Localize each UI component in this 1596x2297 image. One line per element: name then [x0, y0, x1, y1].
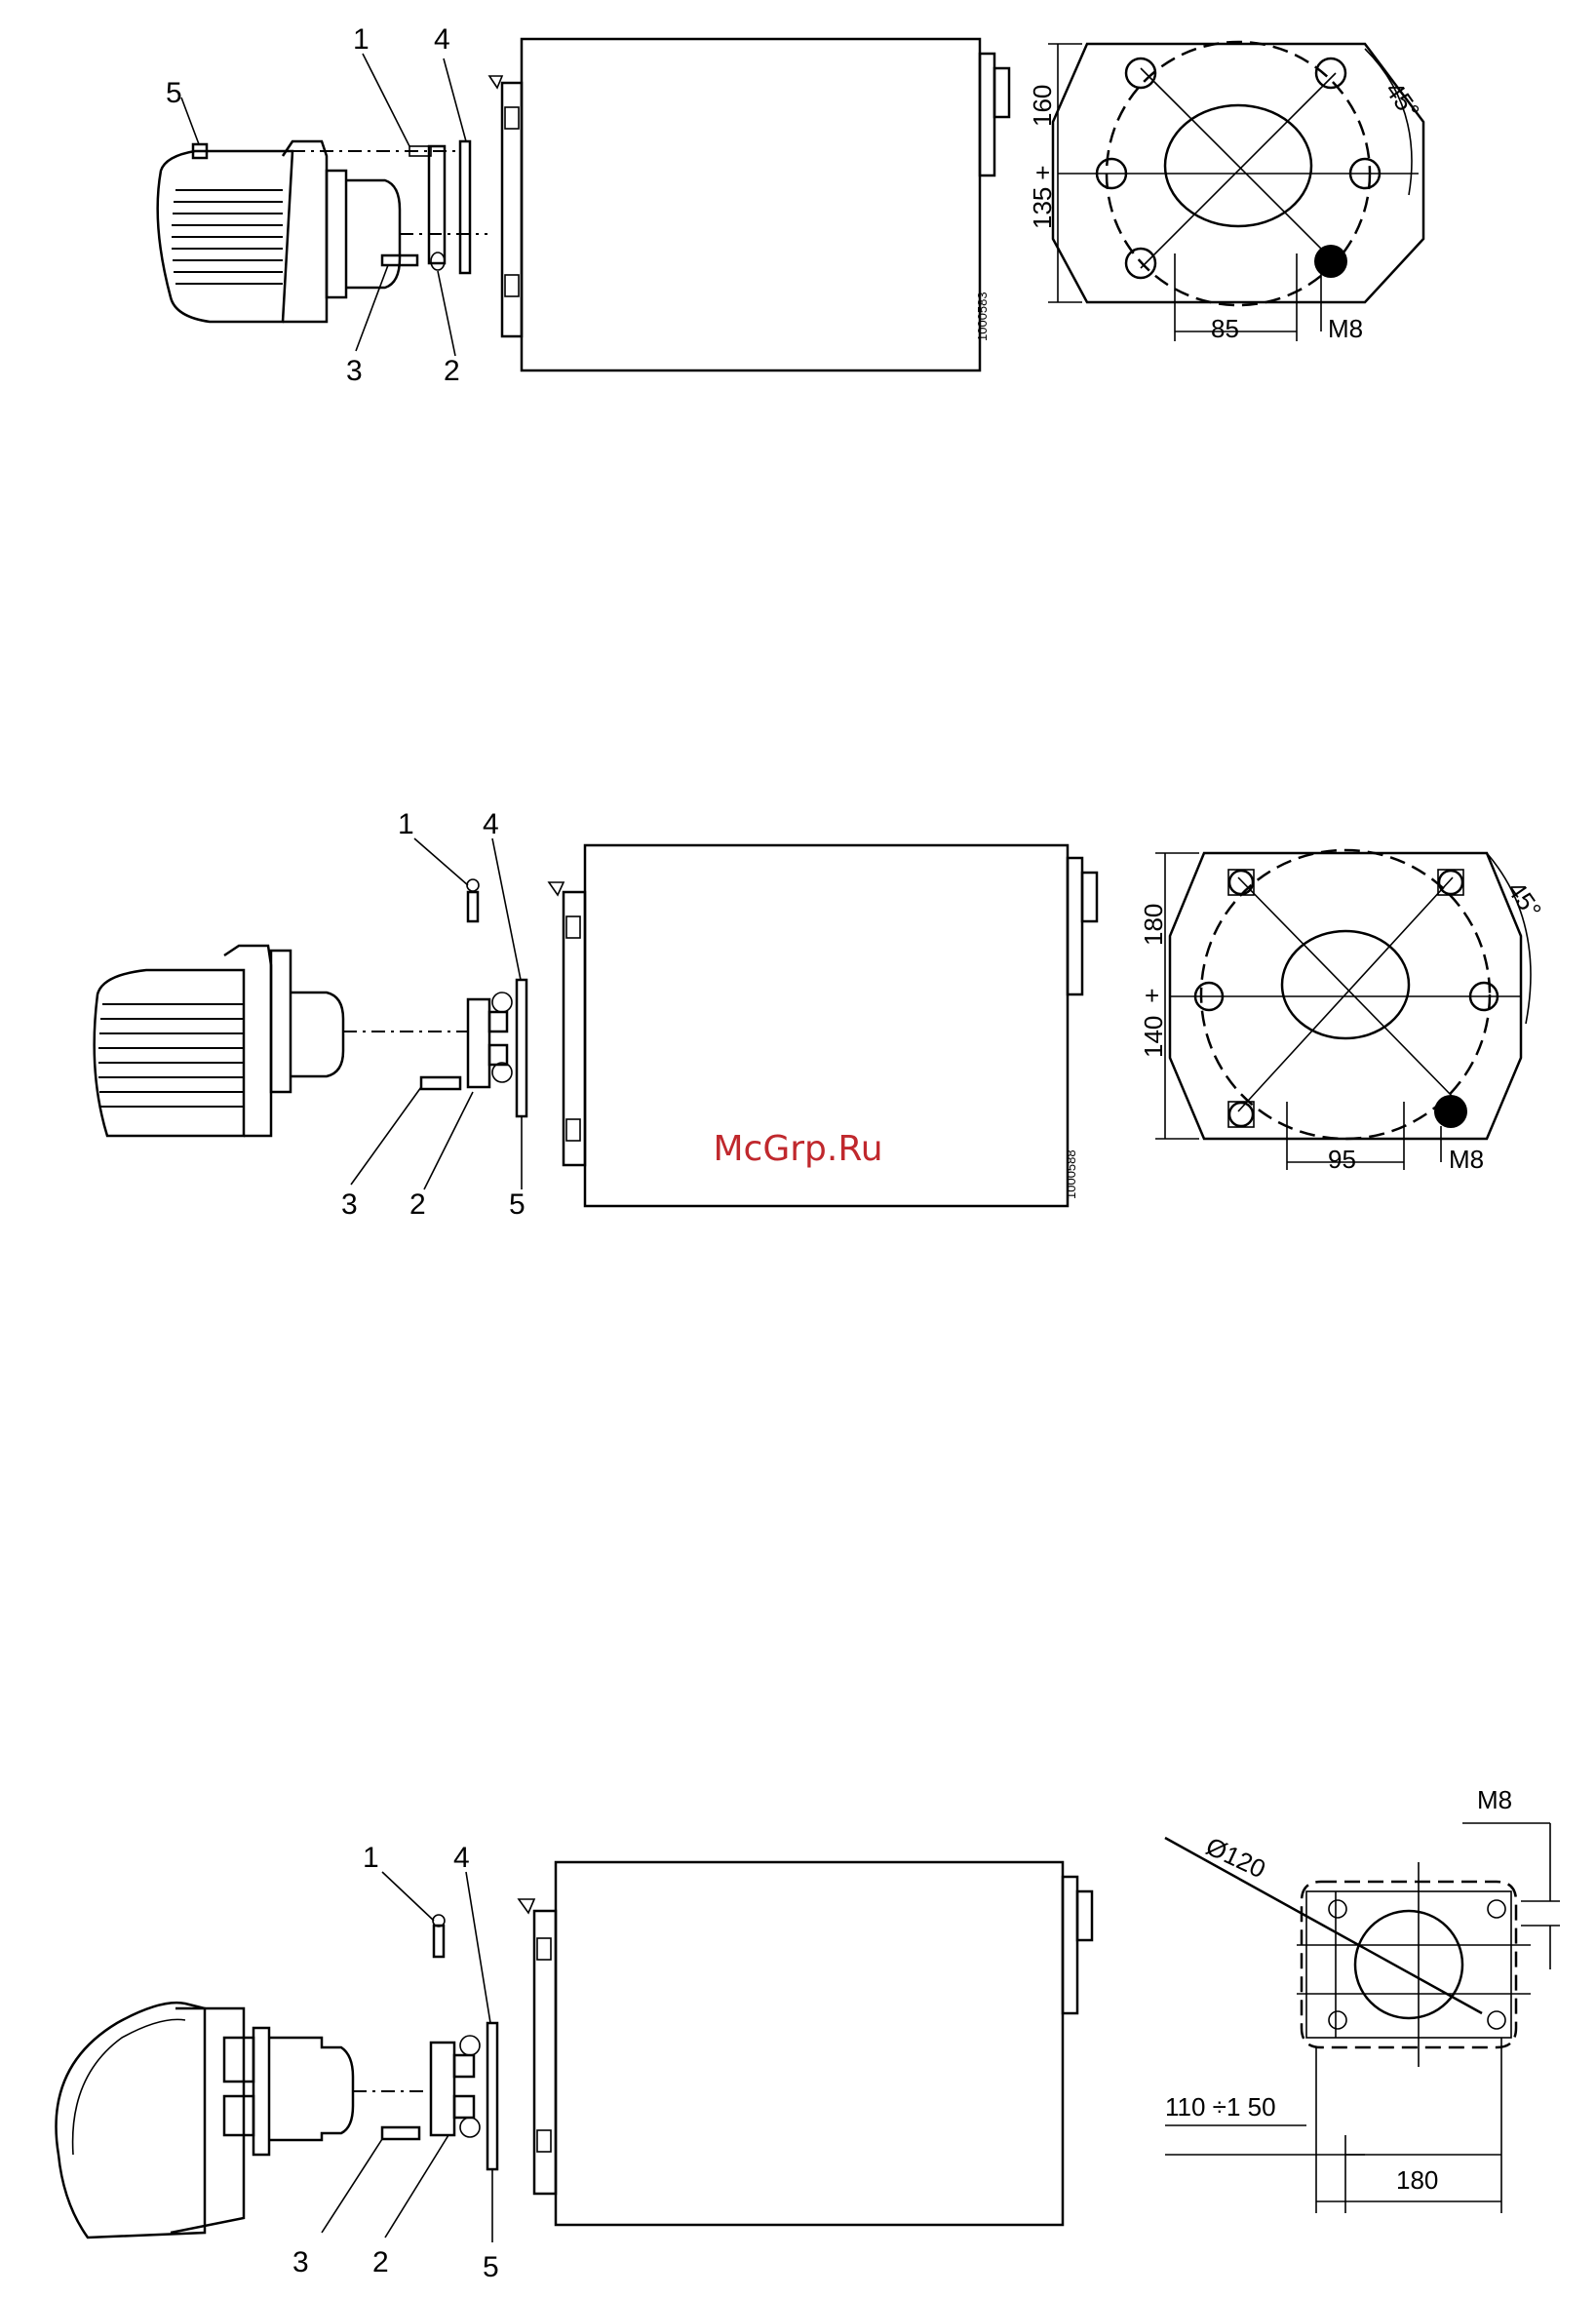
part-label: 1: [398, 808, 414, 840]
figure-2: 1 4 3 2 5 1000588 180 140 + 45°: [0, 780, 1596, 1267]
flange-3: [382, 1915, 497, 2169]
part-label: 2: [444, 355, 460, 387]
boiler-1: 1000583: [489, 39, 1009, 370]
figure-3: 1 4 3 2 5 Ø120 M8 110 ÷1 50 180: [0, 1745, 1596, 2297]
dimension-thread: M8: [1477, 1785, 1512, 1814]
flange-plate-1: [1053, 42, 1423, 305]
part-label: 5: [166, 77, 182, 109]
figure-3-drawing: 1 4 3 2 5 Ø120 M8 110 ÷1 50 180: [0, 1745, 1596, 2297]
watermark: McGrp.Ru: [0, 1129, 1596, 1169]
flange-plate-3: [1165, 1838, 1531, 2067]
part-label: 2: [372, 2246, 389, 2278]
dimension-plus: +: [1145, 981, 1159, 1010]
part-label: 2: [409, 1188, 426, 1221]
flange-1: [382, 141, 470, 273]
burner-3: [57, 2003, 354, 2238]
boiler-3: [519, 1862, 1092, 2225]
part-label: 1: [353, 23, 370, 56]
part-label: 3: [341, 1188, 358, 1221]
dimension-thread: M8: [1328, 314, 1363, 343]
burner-2: [95, 946, 343, 1136]
dimension-height-top: 180: [1139, 904, 1168, 946]
part-label: 5: [483, 2251, 499, 2283]
figure-2-drawing: 1 4 3 2 5 1000588 180 140 + 45°: [0, 780, 1596, 1267]
part-label: 5: [509, 1188, 526, 1221]
figure-1-drawing: 1 4 5 3 2 1000583 160 135 + 45° 85: [0, 0, 1596, 390]
part-label: 4: [453, 1842, 470, 1874]
flange-2: [421, 879, 526, 1116]
part-label: 4: [483, 808, 499, 840]
dimension-range: 110 ÷1 50: [1165, 2092, 1276, 2122]
dimension-height-bottom: 140: [1139, 1016, 1168, 1058]
dimension-width: 180: [1396, 2165, 1438, 2195]
part-label: 3: [346, 355, 363, 387]
dimension-height-bottom: 135: [1028, 187, 1057, 229]
part-label: 3: [292, 2246, 309, 2278]
dimension-width: 85: [1211, 314, 1239, 343]
part-label: 4: [434, 23, 450, 56]
dimension-height-top: 160: [1028, 85, 1057, 127]
part-label: 1: [363, 1842, 379, 1874]
dimension-plus: +: [1035, 158, 1050, 187]
flange-plate-2: [1170, 850, 1531, 1139]
drawing-code: 1000583: [975, 292, 990, 341]
figure-1: 1 4 5 3 2 1000583 160 135 + 45° 85: [0, 0, 1596, 390]
burner-1: [158, 141, 400, 322]
